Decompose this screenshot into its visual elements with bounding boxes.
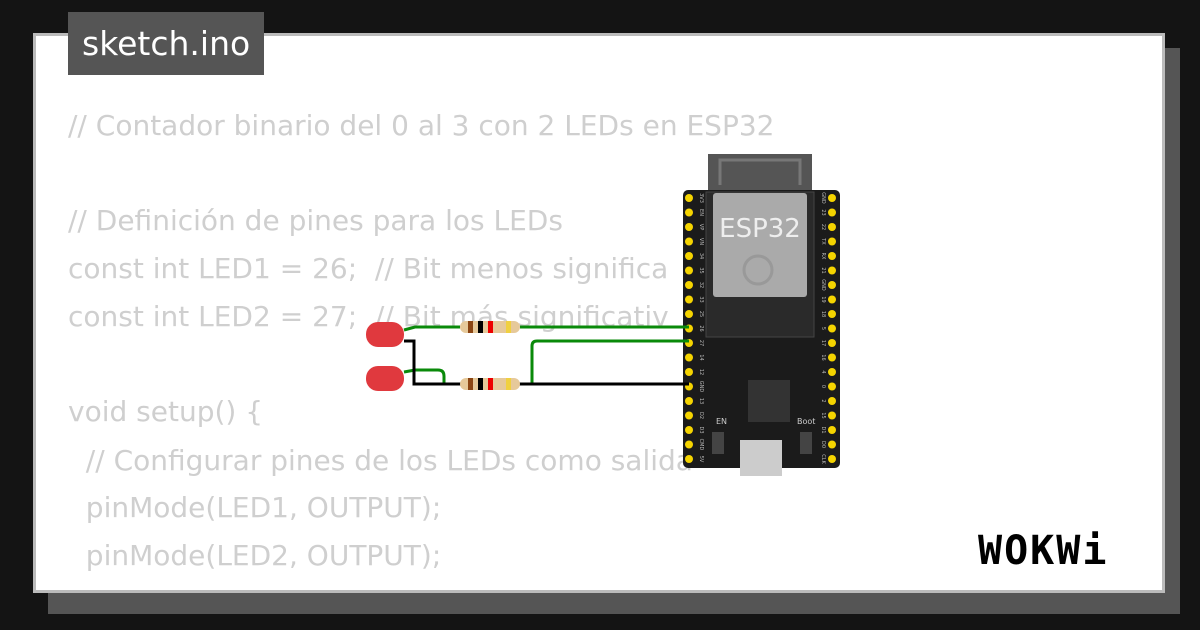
pin-label: 14 xyxy=(698,354,704,360)
pin-label: 15 xyxy=(820,412,826,418)
code-line: pinMode(LED1, OUTPUT); xyxy=(68,491,442,524)
pin-D1[interactable] xyxy=(828,426,836,434)
pin-label: VP xyxy=(698,224,704,230)
pin-D2[interactable] xyxy=(685,411,693,420)
pin-label: D2 xyxy=(698,412,704,419)
pin-label: 19 xyxy=(820,296,826,302)
pin-label: 23 xyxy=(820,209,826,215)
pin-label: EN xyxy=(698,209,704,216)
pin-18[interactable] xyxy=(828,310,836,318)
pin-label: 27 xyxy=(698,340,704,346)
wire-led2-anode xyxy=(403,368,460,386)
pin-label: 22 xyxy=(820,224,826,230)
pin-VN[interactable] xyxy=(685,237,693,246)
pin-VP[interactable] xyxy=(685,223,693,231)
esp32-board[interactable]: ESP32 EN Boot 3V3ENVPVN34353233252627141… xyxy=(683,154,840,476)
pin-15[interactable] xyxy=(828,411,836,420)
svg-text:EN: EN xyxy=(716,417,727,426)
pin-5V[interactable] xyxy=(685,455,693,463)
pin-19[interactable] xyxy=(828,295,836,304)
pin-label: GND xyxy=(698,381,704,393)
code-line: void setup() { xyxy=(68,395,264,428)
pin-D3[interactable] xyxy=(685,426,693,434)
preview-card xyxy=(33,33,1165,593)
pin-13[interactable] xyxy=(685,397,693,405)
resistor-1[interactable] xyxy=(460,321,520,333)
pin-label: VN xyxy=(698,238,704,245)
pin-label: D1 xyxy=(820,426,826,433)
pin-label: 18 xyxy=(820,311,826,317)
pin-CLK[interactable] xyxy=(828,455,836,463)
code-line: // Configurar pines de los LEDs como sal… xyxy=(68,444,693,477)
pin-RX[interactable] xyxy=(828,252,836,260)
pin-label: 26 xyxy=(698,325,704,331)
pin-25[interactable] xyxy=(685,310,693,318)
pin-32[interactable] xyxy=(685,281,693,289)
pin-label: D3 xyxy=(698,426,704,433)
wire-gpio27 xyxy=(530,339,689,384)
pin-label: 34 xyxy=(698,253,704,259)
pin-5[interactable] xyxy=(828,324,836,333)
pin-label: 25 xyxy=(698,311,704,317)
pin-label: 4 xyxy=(820,370,826,373)
pin-label: 5 xyxy=(820,327,826,330)
sketch-filename: sketch.ino xyxy=(68,12,265,75)
wokwi-logo: WOKWi xyxy=(978,528,1109,574)
svg-text:Boot: Boot xyxy=(797,417,815,426)
pin-TX[interactable] xyxy=(828,237,836,246)
pin-label: 16 xyxy=(820,354,826,360)
pin-label: 13 xyxy=(698,398,704,404)
pin-EN[interactable] xyxy=(685,208,693,217)
pin-0[interactable] xyxy=(828,382,836,391)
pin-label: 2 xyxy=(820,399,826,402)
pin-14[interactable] xyxy=(685,353,693,362)
pin-label: TX xyxy=(820,237,826,245)
pin-label: 21 xyxy=(820,267,826,273)
pin-label: GND xyxy=(820,192,826,204)
pin-12[interactable] xyxy=(685,368,693,376)
pin-label: 35 xyxy=(698,267,704,273)
pin-GND[interactable] xyxy=(828,194,836,202)
pin-label: 5V xyxy=(698,456,704,463)
code-line: const int LED1 = 26; // Bit menos signif… xyxy=(68,252,669,285)
pin-3V3[interactable] xyxy=(685,194,693,202)
pin-17[interactable] xyxy=(828,339,836,347)
pin-21[interactable] xyxy=(828,266,836,275)
pin-label: CLK xyxy=(820,454,826,464)
pin-4[interactable] xyxy=(828,368,836,376)
espressif-logo-icon xyxy=(742,254,774,286)
code-line: // Definición de pines para los LEDs xyxy=(68,204,563,237)
pin-label: D0 xyxy=(820,441,826,448)
pin-23[interactable] xyxy=(828,208,836,217)
pin-D0[interactable] xyxy=(828,440,836,449)
pin-label: RX xyxy=(820,253,826,260)
wire-gnd xyxy=(404,339,689,386)
pin-GND[interactable] xyxy=(828,281,836,289)
pin-label: 3V3 xyxy=(698,193,704,203)
wire-led1-anode xyxy=(403,325,460,332)
pin-label: CMD xyxy=(698,439,704,451)
pin-2[interactable] xyxy=(828,397,836,405)
pin-22[interactable] xyxy=(828,223,836,231)
pin-label: 17 xyxy=(820,340,826,346)
pin-label: 12 xyxy=(698,369,704,375)
pin-16[interactable] xyxy=(828,353,836,362)
pin-label: 32 xyxy=(698,282,704,288)
chip-label: ESP32 xyxy=(719,214,801,244)
resistor-2[interactable] xyxy=(460,378,520,390)
code-line: // Contador binario del 0 al 3 con 2 LED… xyxy=(68,109,775,142)
pin-label: 0 xyxy=(820,385,826,388)
pin-label: 33 xyxy=(698,296,704,302)
code-line: pinMode(LED2, OUTPUT); xyxy=(68,539,442,572)
led-2[interactable] xyxy=(366,366,404,391)
pin-35[interactable] xyxy=(685,266,693,275)
pin-34[interactable] xyxy=(685,252,693,260)
pin-label: GND xyxy=(820,279,826,291)
led-1[interactable] xyxy=(366,322,404,347)
pin-CMD[interactable] xyxy=(685,440,693,449)
pin-33[interactable] xyxy=(685,295,693,304)
